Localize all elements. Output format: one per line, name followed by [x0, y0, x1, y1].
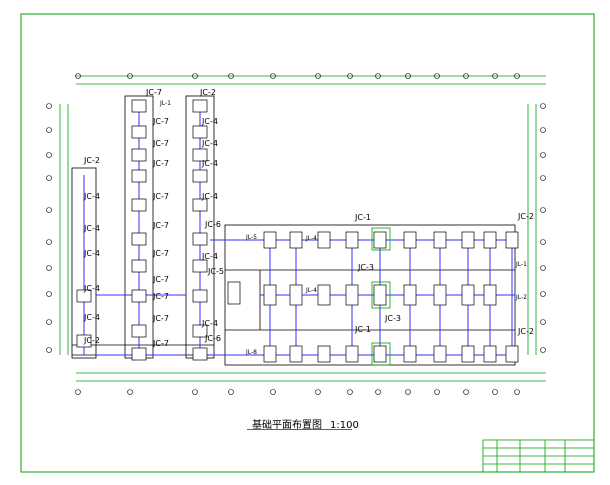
label-jc7-j: JC-7	[153, 339, 169, 348]
label-jc5: JC-5	[208, 267, 224, 276]
label-jc2-right-top: JC-2	[518, 212, 534, 221]
label-jc7-a: JC-7	[153, 117, 169, 126]
label-jl1-top: JL-1	[160, 100, 171, 107]
label-jc6-b: JC-6	[205, 334, 221, 343]
top-axis-markers	[75, 73, 520, 79]
title-block	[482, 439, 595, 473]
label-jl2-right: JL-2	[516, 294, 527, 301]
label-jc7-d: JC-7	[153, 192, 169, 201]
label-jc7-top: JC-7	[146, 88, 162, 97]
label-jc2-top: JC-2	[200, 88, 216, 97]
label-jc4-f: JC-4	[202, 319, 218, 328]
label-jc4-b: JC-4	[202, 139, 218, 148]
label-jc7-h: JC-7	[153, 292, 169, 301]
section-markers	[371, 227, 391, 366]
label-jc4-left-e: JC-4	[84, 313, 100, 322]
label-jc1-top: JC-1	[355, 213, 371, 222]
label-jl4-top: JL-4	[306, 235, 317, 242]
label-jc7-g: JC-7	[153, 275, 169, 284]
footing-pads	[227, 231, 519, 363]
left-wing-footing-pads	[76, 99, 208, 361]
label-jc7-e: JC-7	[153, 221, 169, 230]
label-jl8-bottom: JL-8	[246, 349, 257, 356]
bottom-axis-markers	[75, 389, 520, 395]
label-jc7-b: JC-7	[153, 139, 169, 148]
label-jc4-left-b: JC-4	[84, 224, 100, 233]
title-underline	[247, 429, 352, 430]
sheet-border	[20, 13, 595, 473]
label-jc4-left-a: JC-4	[84, 192, 100, 201]
label-jc4-a: JC-4	[202, 117, 218, 126]
top-dimension-lines	[76, 75, 546, 382]
label-jl4-mid: JL-4	[306, 287, 317, 294]
label-jc3-a: JC-3	[358, 263, 374, 272]
label-jc4-e: JC-4	[202, 252, 218, 261]
drawing-scale: 1:100	[330, 420, 359, 431]
label-jc7-c: JC-7	[153, 159, 169, 168]
label-jl1-right: JL-1	[516, 261, 527, 268]
side-dimension-lines	[59, 104, 537, 355]
label-jc6-a: JC-6	[205, 220, 221, 229]
label-jc4-c: JC-4	[202, 159, 218, 168]
side-axis-markers	[46, 103, 546, 353]
drawing-title: 基础平面布置图 1:100	[252, 416, 359, 431]
drawing-title-text: 基础平面布置图	[252, 420, 322, 431]
label-jc1-bottom: JC-1	[355, 325, 371, 334]
label-jc2-left: JC-2	[84, 156, 100, 165]
label-jc4-d: JC-4	[202, 192, 218, 201]
label-jc4-left-d: JC-4	[84, 284, 100, 293]
label-jc7-i: JC-7	[153, 314, 169, 323]
label-jl5-top: JL-5	[246, 234, 257, 241]
label-jc4-left-c: JC-4	[84, 249, 100, 258]
label-jc7-f: JC-7	[153, 249, 169, 258]
label-jc2-right-bottom: JC-2	[518, 327, 534, 336]
label-jc2-left-b: JC-2	[84, 336, 100, 345]
label-jc3-b: JC-3	[385, 314, 401, 323]
